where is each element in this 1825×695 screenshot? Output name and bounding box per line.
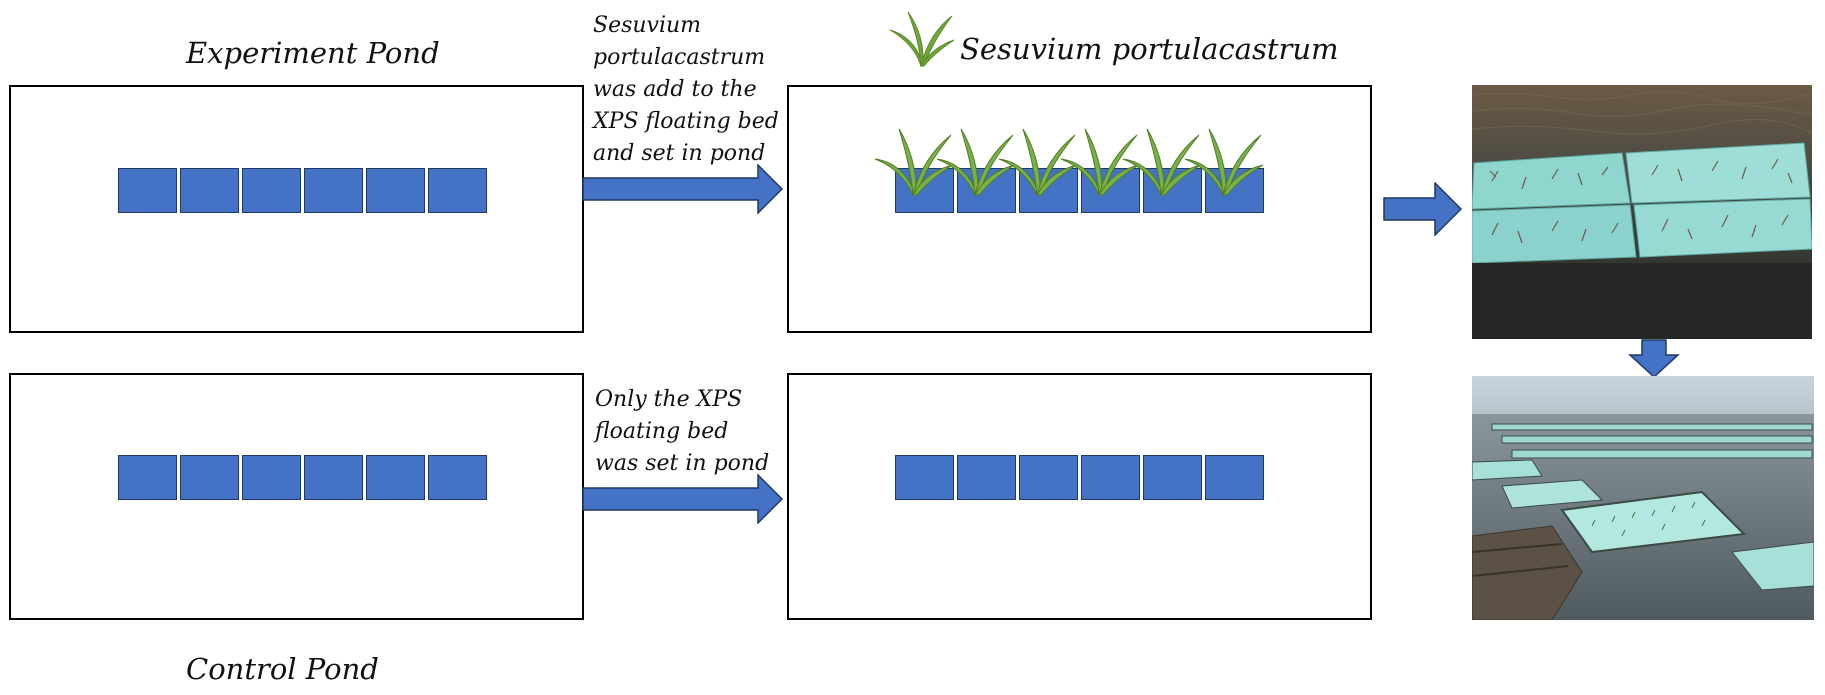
control-pond-box xyxy=(9,373,584,620)
control-pond-title: Control Pond xyxy=(186,652,379,686)
floating-bed xyxy=(180,455,239,500)
plant-name-title: Sesuvium portulacastrum xyxy=(960,32,1339,66)
control-pond-after-box xyxy=(787,373,1372,620)
floating-bed xyxy=(1019,455,1078,500)
plant-icon xyxy=(1060,128,1140,196)
floating-bed xyxy=(180,168,239,213)
floating-bed xyxy=(242,455,301,500)
pond-overview-photo xyxy=(1472,376,1814,620)
floating-bed xyxy=(366,168,425,213)
plant-icon xyxy=(998,128,1078,196)
floating-bed xyxy=(895,455,954,500)
experiment-pond-title: Experiment Pond xyxy=(186,36,440,70)
plant-icon xyxy=(874,128,954,196)
floating-bed xyxy=(304,168,363,213)
experiment-treatment-note: Sesuvium portulacastrum was add to the X… xyxy=(593,13,779,166)
control-treatment-note: Only the XPS floating bed was set in pon… xyxy=(595,387,770,476)
floating-bed xyxy=(428,168,487,213)
plant-icon xyxy=(889,11,955,68)
arrow-right-icon xyxy=(582,474,784,524)
floating-bed xyxy=(1143,455,1202,500)
floating-bed xyxy=(1205,455,1264,500)
experiment-pond-with-plants-box xyxy=(787,85,1372,333)
floating-bed-closeup-photo xyxy=(1472,85,1812,339)
floating-bed xyxy=(428,455,487,500)
experiment-pond-box xyxy=(9,85,584,333)
floating-bed xyxy=(304,455,363,500)
plant-icon xyxy=(1184,128,1264,196)
floating-bed xyxy=(242,168,301,213)
floating-bed xyxy=(1081,455,1140,500)
floating-bed xyxy=(957,455,1016,500)
floating-bed xyxy=(118,168,177,213)
arrow-down-icon xyxy=(1628,339,1680,379)
arrow-right-icon xyxy=(582,164,784,214)
floating-bed xyxy=(366,455,425,500)
floating-bed xyxy=(118,455,177,500)
arrow-right-icon xyxy=(1383,182,1463,236)
